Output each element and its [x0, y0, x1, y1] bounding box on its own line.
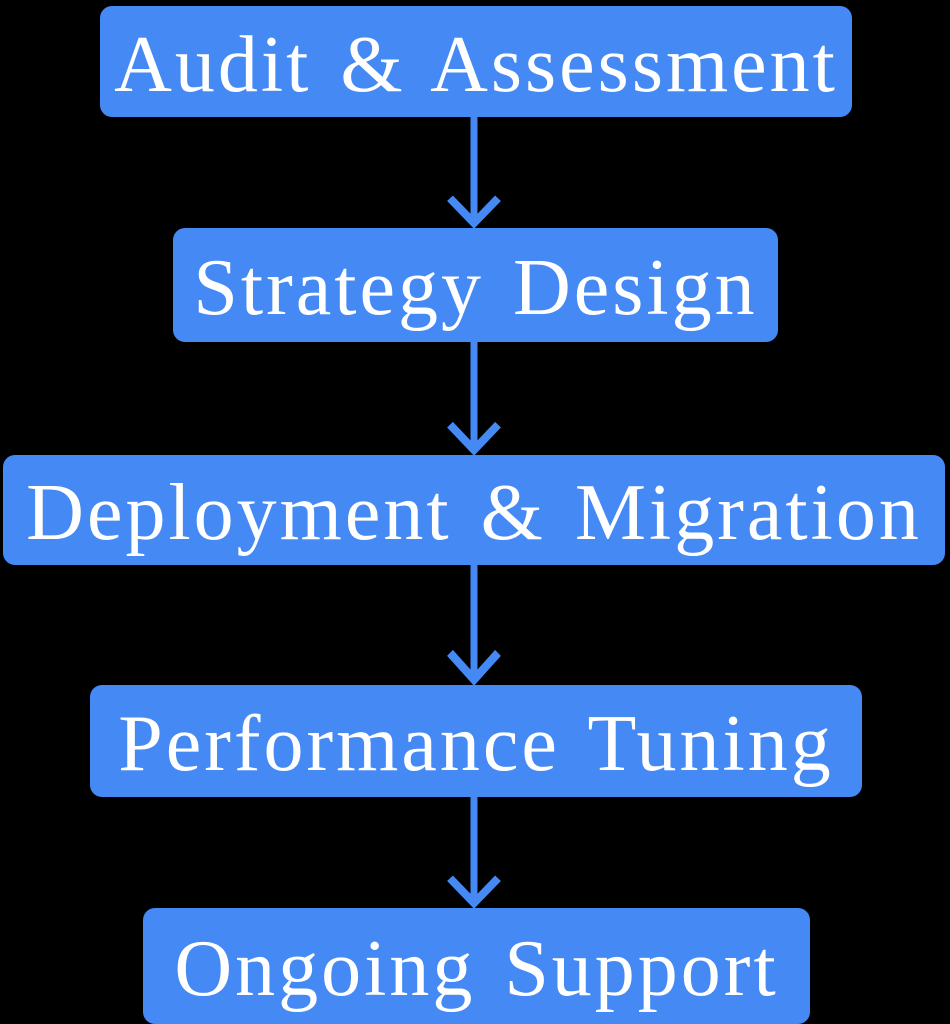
step-label: Ongoing Support: [174, 925, 779, 1013]
step-label: Audit & Assessment: [114, 20, 838, 109]
step-box-strategy-design: Strategy Design: [173, 228, 778, 342]
down-arrow-icon: [444, 797, 504, 908]
down-arrow-icon: [444, 565, 504, 685]
step-label: Performance Tuning: [118, 700, 834, 788]
step-box-audit-assessment: Audit & Assessment: [100, 6, 852, 117]
step-box-performance-tuning: Performance Tuning: [90, 685, 862, 797]
step-label: Deployment & Migration: [26, 469, 922, 557]
step-label: Strategy Design: [193, 244, 758, 332]
step-box-ongoing-support: Ongoing Support: [143, 908, 810, 1024]
step-box-deployment-migration: Deployment & Migration: [3, 455, 945, 565]
down-arrow-icon: [444, 342, 504, 455]
down-arrow-icon: [444, 117, 504, 228]
